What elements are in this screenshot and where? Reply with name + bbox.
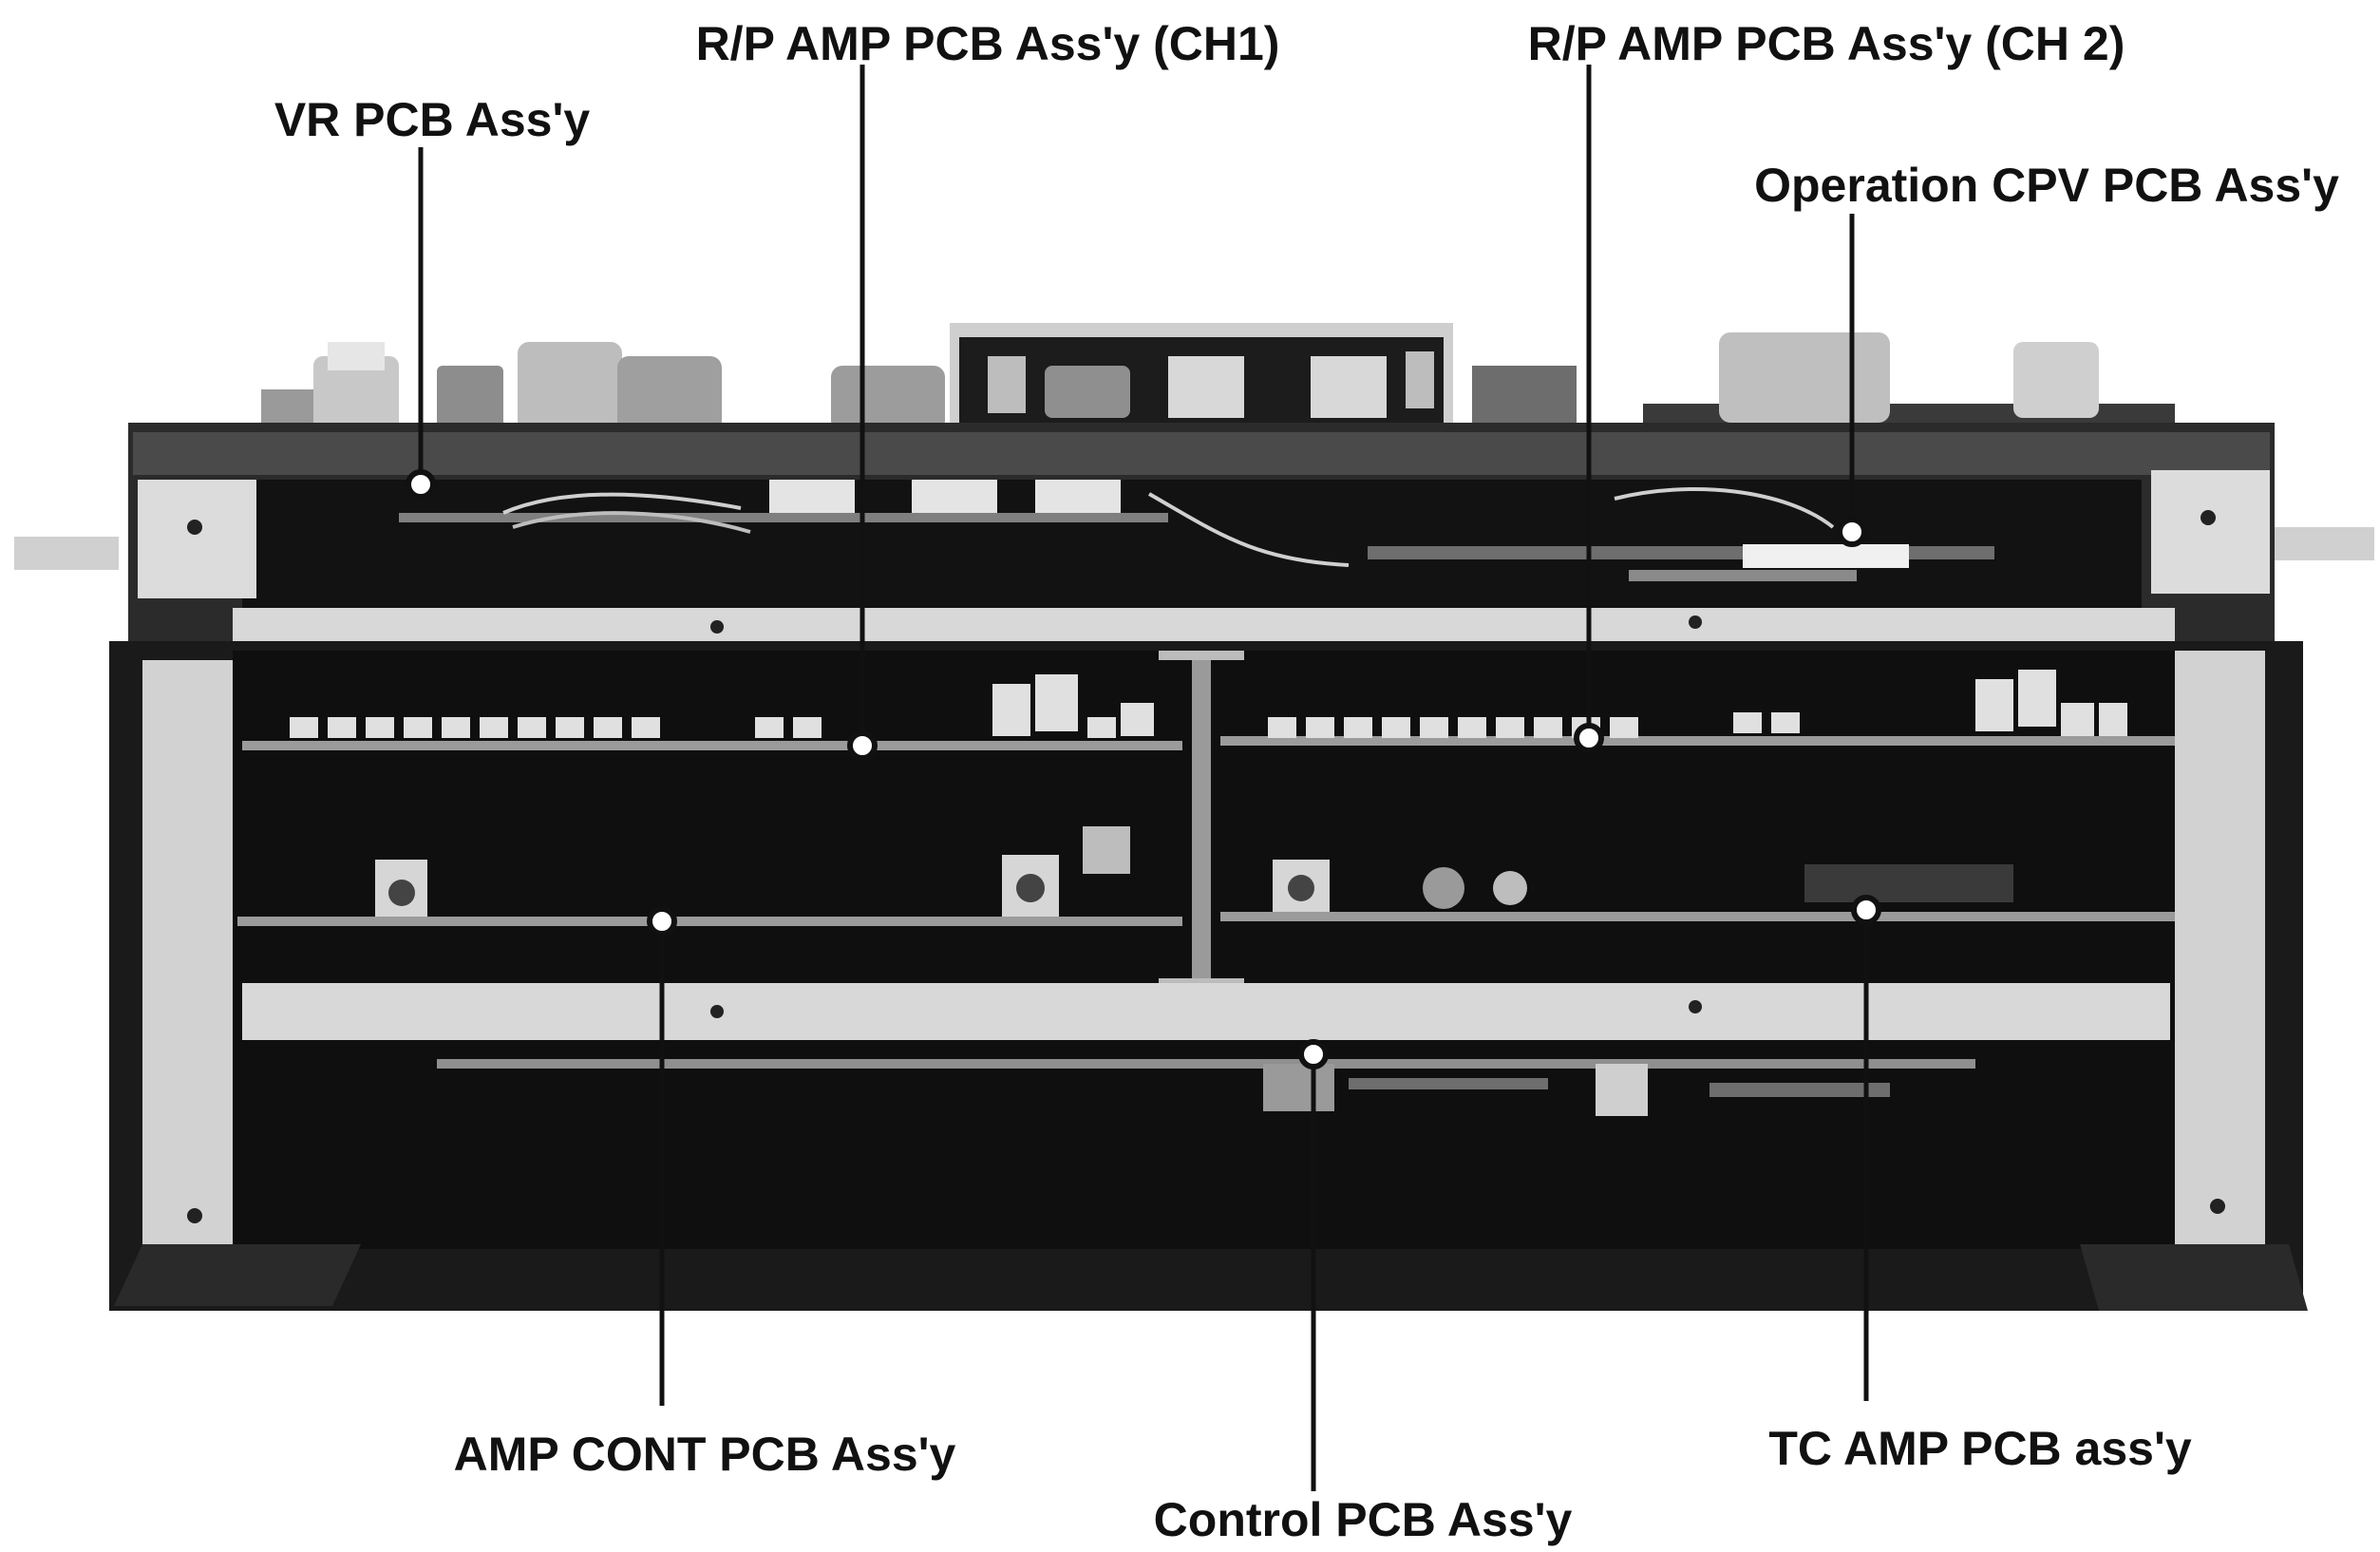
label-vr-pcb: VR PCB Ass'y: [274, 93, 591, 146]
dot-vr-pcb: [406, 469, 436, 500]
label-rp-amp-ch1: R/P AMP PCB Ass'y (CH1): [696, 17, 1280, 70]
chassis-photo: [14, 323, 2374, 1311]
amp-cont-components: [375, 826, 2013, 917]
label-control-pcb: Control PCB Ass'y: [1154, 1493, 1573, 1546]
leader-lines: [406, 65, 1881, 1491]
dot-amp-cont: [647, 906, 677, 937]
callout-labels: VR PCB Ass'y R/P AMP PCB Ass'y (CH1) R/P…: [274, 17, 2339, 1546]
rp-amp-components: [290, 670, 2127, 738]
dot-rp-amp-ch1: [847, 730, 878, 761]
dot-rp-amp-ch2: [1574, 723, 1604, 753]
label-amp-cont: AMP CONT PCB Ass'y: [454, 1428, 956, 1481]
label-tc-amp: TC AMP PCB ass'y: [1768, 1422, 2192, 1475]
label-rp-amp-ch2: R/P AMP PCB Ass'y (CH 2): [1528, 17, 2125, 70]
dot-tc-amp: [1851, 895, 1881, 925]
dot-control-pcb: [1298, 1039, 1329, 1069]
dot-operation-cpv: [1837, 517, 1867, 547]
label-operation-cpv: Operation CPV PCB Ass'y: [1754, 159, 2339, 212]
